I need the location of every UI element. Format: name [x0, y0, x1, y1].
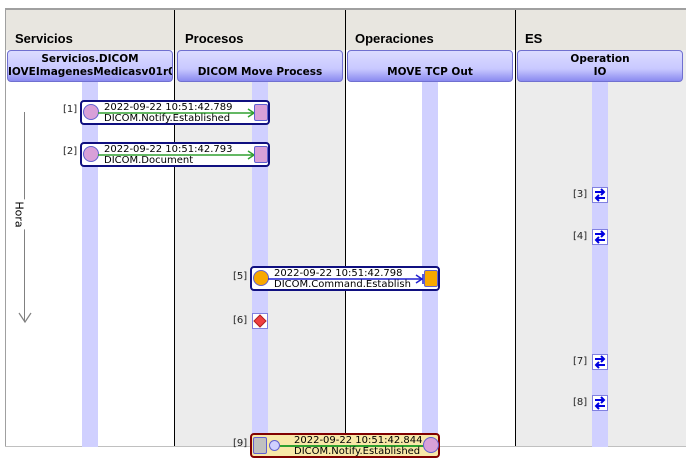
lifeline — [252, 82, 268, 447]
lifeline-label: Operation — [570, 53, 630, 65]
lifeline-label: IO — [593, 66, 607, 78]
io-exchange-icon[interactable] — [592, 229, 608, 245]
diagram-frame — [5, 8, 686, 447]
column-title: ES — [525, 31, 543, 46]
source-circle-icon — [83, 146, 99, 162]
event-index: [2] — [63, 146, 78, 157]
source-circle-icon — [253, 270, 269, 286]
lifeline-header-operaciones[interactable]: MOVE TCP Out — [347, 50, 513, 82]
diamond-event-icon[interactable] — [252, 313, 268, 329]
event-index: [7] — [573, 356, 588, 367]
target-square-icon — [254, 146, 268, 163]
event-index: [3] — [573, 189, 588, 200]
message-name: DICOM.Command.Establish — [274, 279, 411, 290]
return-circle-icon — [269, 440, 280, 451]
lifeline-label — [348, 53, 512, 66]
column-title: Servicios — [15, 31, 73, 46]
lifeline-label — [178, 53, 342, 66]
message-time: 2022-09-22 10:51:42.844 — [294, 435, 423, 446]
lifeline — [82, 82, 98, 447]
event-index: [1] — [63, 104, 78, 115]
divider — [174, 10, 175, 447]
arrow-right-icon — [268, 274, 424, 284]
time-axis-label: Hora — [12, 199, 26, 230]
target-square-icon — [254, 104, 268, 121]
event-index: [9] — [233, 438, 248, 449]
column-title: Operaciones — [355, 31, 434, 46]
source-circle-icon — [83, 104, 99, 120]
lifeline-label: MOVE TCP Out — [387, 66, 473, 78]
message-1[interactable]: 2022-09-22 10:51:42.789 DICOM.Notify.Est… — [80, 100, 270, 125]
lifeline — [422, 82, 438, 447]
event-index: [4] — [573, 231, 588, 242]
source-square-icon — [253, 437, 267, 454]
io-exchange-icon[interactable] — [592, 354, 608, 370]
message-time: 2022-09-22 10:51:42.793 — [104, 144, 233, 155]
divider — [515, 10, 516, 447]
message-name: DICOM.Notify.Established — [104, 113, 231, 124]
io-exchange-icon[interactable] — [592, 187, 608, 203]
message-name: DICOM.Notify.Established — [294, 446, 421, 457]
return-line — [280, 445, 424, 447]
message-5[interactable]: 2022-09-22 10:51:42.798 DICOM.Command.Es… — [250, 266, 440, 291]
lifeline — [592, 82, 608, 447]
divider — [345, 10, 346, 447]
event-index: [6] — [233, 315, 248, 326]
arrow-down-icon — [18, 312, 32, 324]
target-circle-icon — [423, 437, 439, 453]
message-2[interactable]: 2022-09-22 10:51:42.793 DICOM.Document — [80, 142, 270, 167]
io-exchange-icon[interactable] — [592, 395, 608, 411]
message-name: DICOM.Document — [104, 155, 194, 166]
message-time: 2022-09-22 10:51:42.798 — [274, 268, 403, 279]
header-band — [6, 10, 686, 50]
target-square-icon — [424, 270, 438, 287]
event-index: [5] — [233, 271, 248, 282]
message-time: 2022-09-22 10:51:42.789 — [104, 102, 233, 113]
lifeline-label: Servicios.DICOM — [41, 53, 139, 65]
lifeline-label: DICOM Move Process — [197, 66, 323, 78]
event-index: [8] — [573, 397, 588, 408]
message-9[interactable]: 2022-09-22 10:51:42.844 DICOM.Notify.Est… — [250, 433, 440, 458]
lifeline-header-procesos[interactable]: DICOM Move Process — [177, 50, 343, 82]
column-title: Procesos — [185, 31, 244, 46]
lifeline-label: IOVEImagenesMedicasv01r00 — [8, 66, 173, 78]
